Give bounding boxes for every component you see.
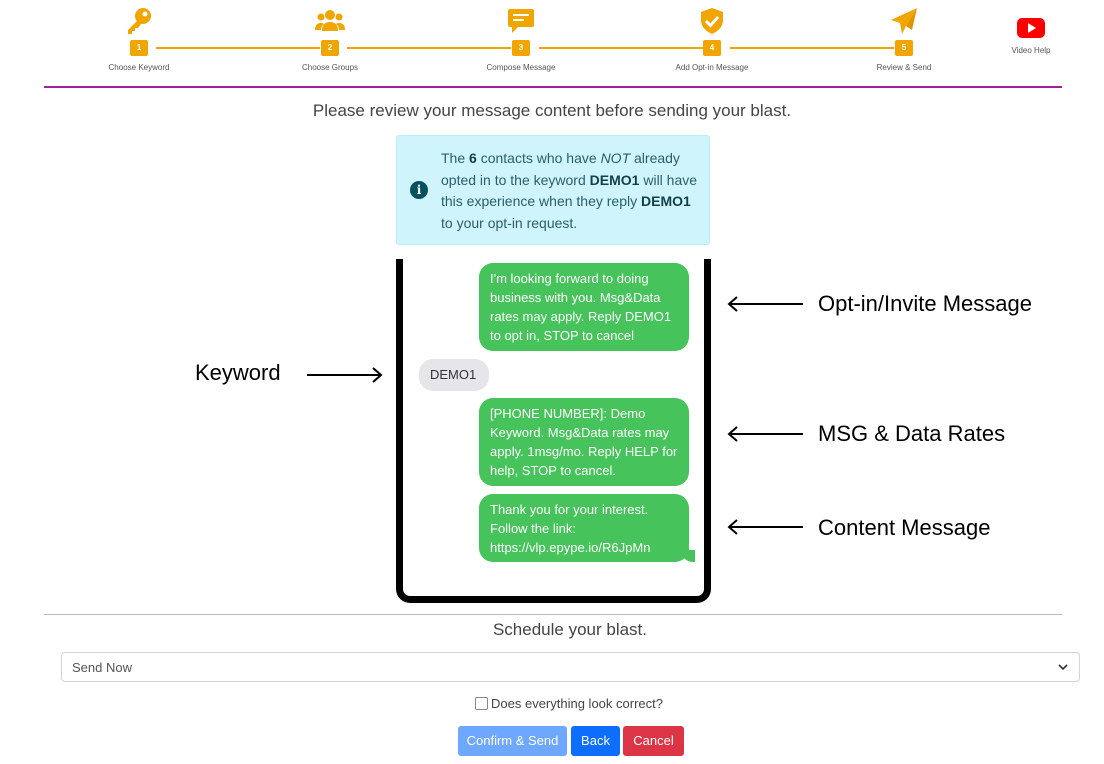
step-number: 5	[895, 40, 913, 56]
step-connector	[539, 47, 703, 49]
info-text-part: contacts who have	[476, 150, 601, 166]
step-label: Review & Send	[876, 63, 932, 72]
optin-annotation: Opt-in/Invite Message	[818, 291, 1032, 316]
phone-preview: I'm looking forward to doing business wi…	[396, 259, 711, 603]
info-text-part: to your opt-in request.	[441, 214, 578, 231]
rates-annotation: MSG & Data Rates	[818, 421, 1006, 446]
keyword-name: DEMO1	[589, 171, 640, 188]
confirm-checkbox[interactable]	[475, 697, 488, 710]
video-help-link[interactable]: Video Help	[1006, 18, 1056, 55]
keyword-reply-bubble: DEMO1	[419, 359, 489, 391]
step-connector	[347, 47, 511, 49]
keyword-name: DEMO1	[641, 193, 691, 209]
video-help-label: Video Help	[1011, 46, 1051, 55]
confirm-send-button[interactable]: Confirm & Send	[458, 726, 567, 756]
info-text: The 6 contacts who have NOT already opte…	[441, 148, 701, 234]
schedule-heading: Schedule your blast.	[492, 620, 648, 639]
header-divider	[44, 86, 1062, 88]
left-arrow-icon	[727, 296, 803, 312]
paper-plane-icon	[891, 8, 917, 34]
optin-message-bubble: I'm looking forward to doing business wi…	[479, 263, 689, 351]
info-text-part: already opted in to the keyword	[441, 150, 680, 188]
bubble-tail	[681, 550, 695, 562]
info-text-part: will have this experience when they repl…	[441, 171, 698, 210]
shield-check-icon	[701, 8, 723, 34]
key-icon	[128, 8, 151, 34]
youtube-icon	[1017, 18, 1045, 38]
review-heading: Please review your message content befor…	[312, 101, 792, 120]
schedule-select[interactable]: Send Now	[61, 652, 1080, 682]
step-number: 3	[512, 40, 530, 56]
step-number: 2	[321, 40, 339, 56]
info-emphasis: NOT	[600, 150, 631, 166]
info-text-part: The	[441, 150, 470, 166]
content-annotation: Content Message	[818, 515, 991, 540]
step-label: Choose Keyword	[108, 63, 170, 72]
left-arrow-icon	[727, 426, 803, 442]
users-icon	[315, 10, 345, 31]
step-connector	[730, 47, 894, 49]
step-label: Compose Message	[486, 63, 556, 72]
chevron-down-icon	[1058, 664, 1068, 671]
step-label: Add Opt-in Message	[675, 63, 749, 72]
section-divider	[44, 614, 1062, 615]
step-connector	[156, 47, 320, 49]
step-number: 4	[703, 40, 721, 56]
confirm-checkbox-label[interactable]: Does everything look correct?	[491, 696, 663, 711]
progress-stepper: 1 Choose Keyword 2 Choose Groups 3 Compo…	[0, 0, 1104, 90]
cancel-button[interactable]: Cancel	[623, 726, 684, 756]
content-message-text: Thank you for your interest. Follow the …	[490, 502, 651, 555]
info-alert: i The 6 contacts who have NOT already op…	[396, 135, 710, 245]
message-icon	[508, 9, 534, 33]
keyword-annotation: Keyword	[195, 360, 281, 385]
schedule-select-value: Send Now	[72, 660, 132, 675]
step-number: 1	[130, 40, 148, 56]
content-message-bubble: Thank you for your interest. Follow the …	[479, 494, 695, 562]
info-icon: i	[410, 181, 428, 199]
contact-count: 6	[469, 150, 477, 166]
right-arrow-icon	[307, 367, 383, 383]
back-button[interactable]: Back	[571, 726, 620, 756]
left-arrow-icon	[727, 519, 803, 535]
rates-message-bubble: [PHONE NUMBER]: Demo Keyword. Msg&Data r…	[479, 398, 689, 486]
step-label: Choose Groups	[301, 63, 359, 72]
